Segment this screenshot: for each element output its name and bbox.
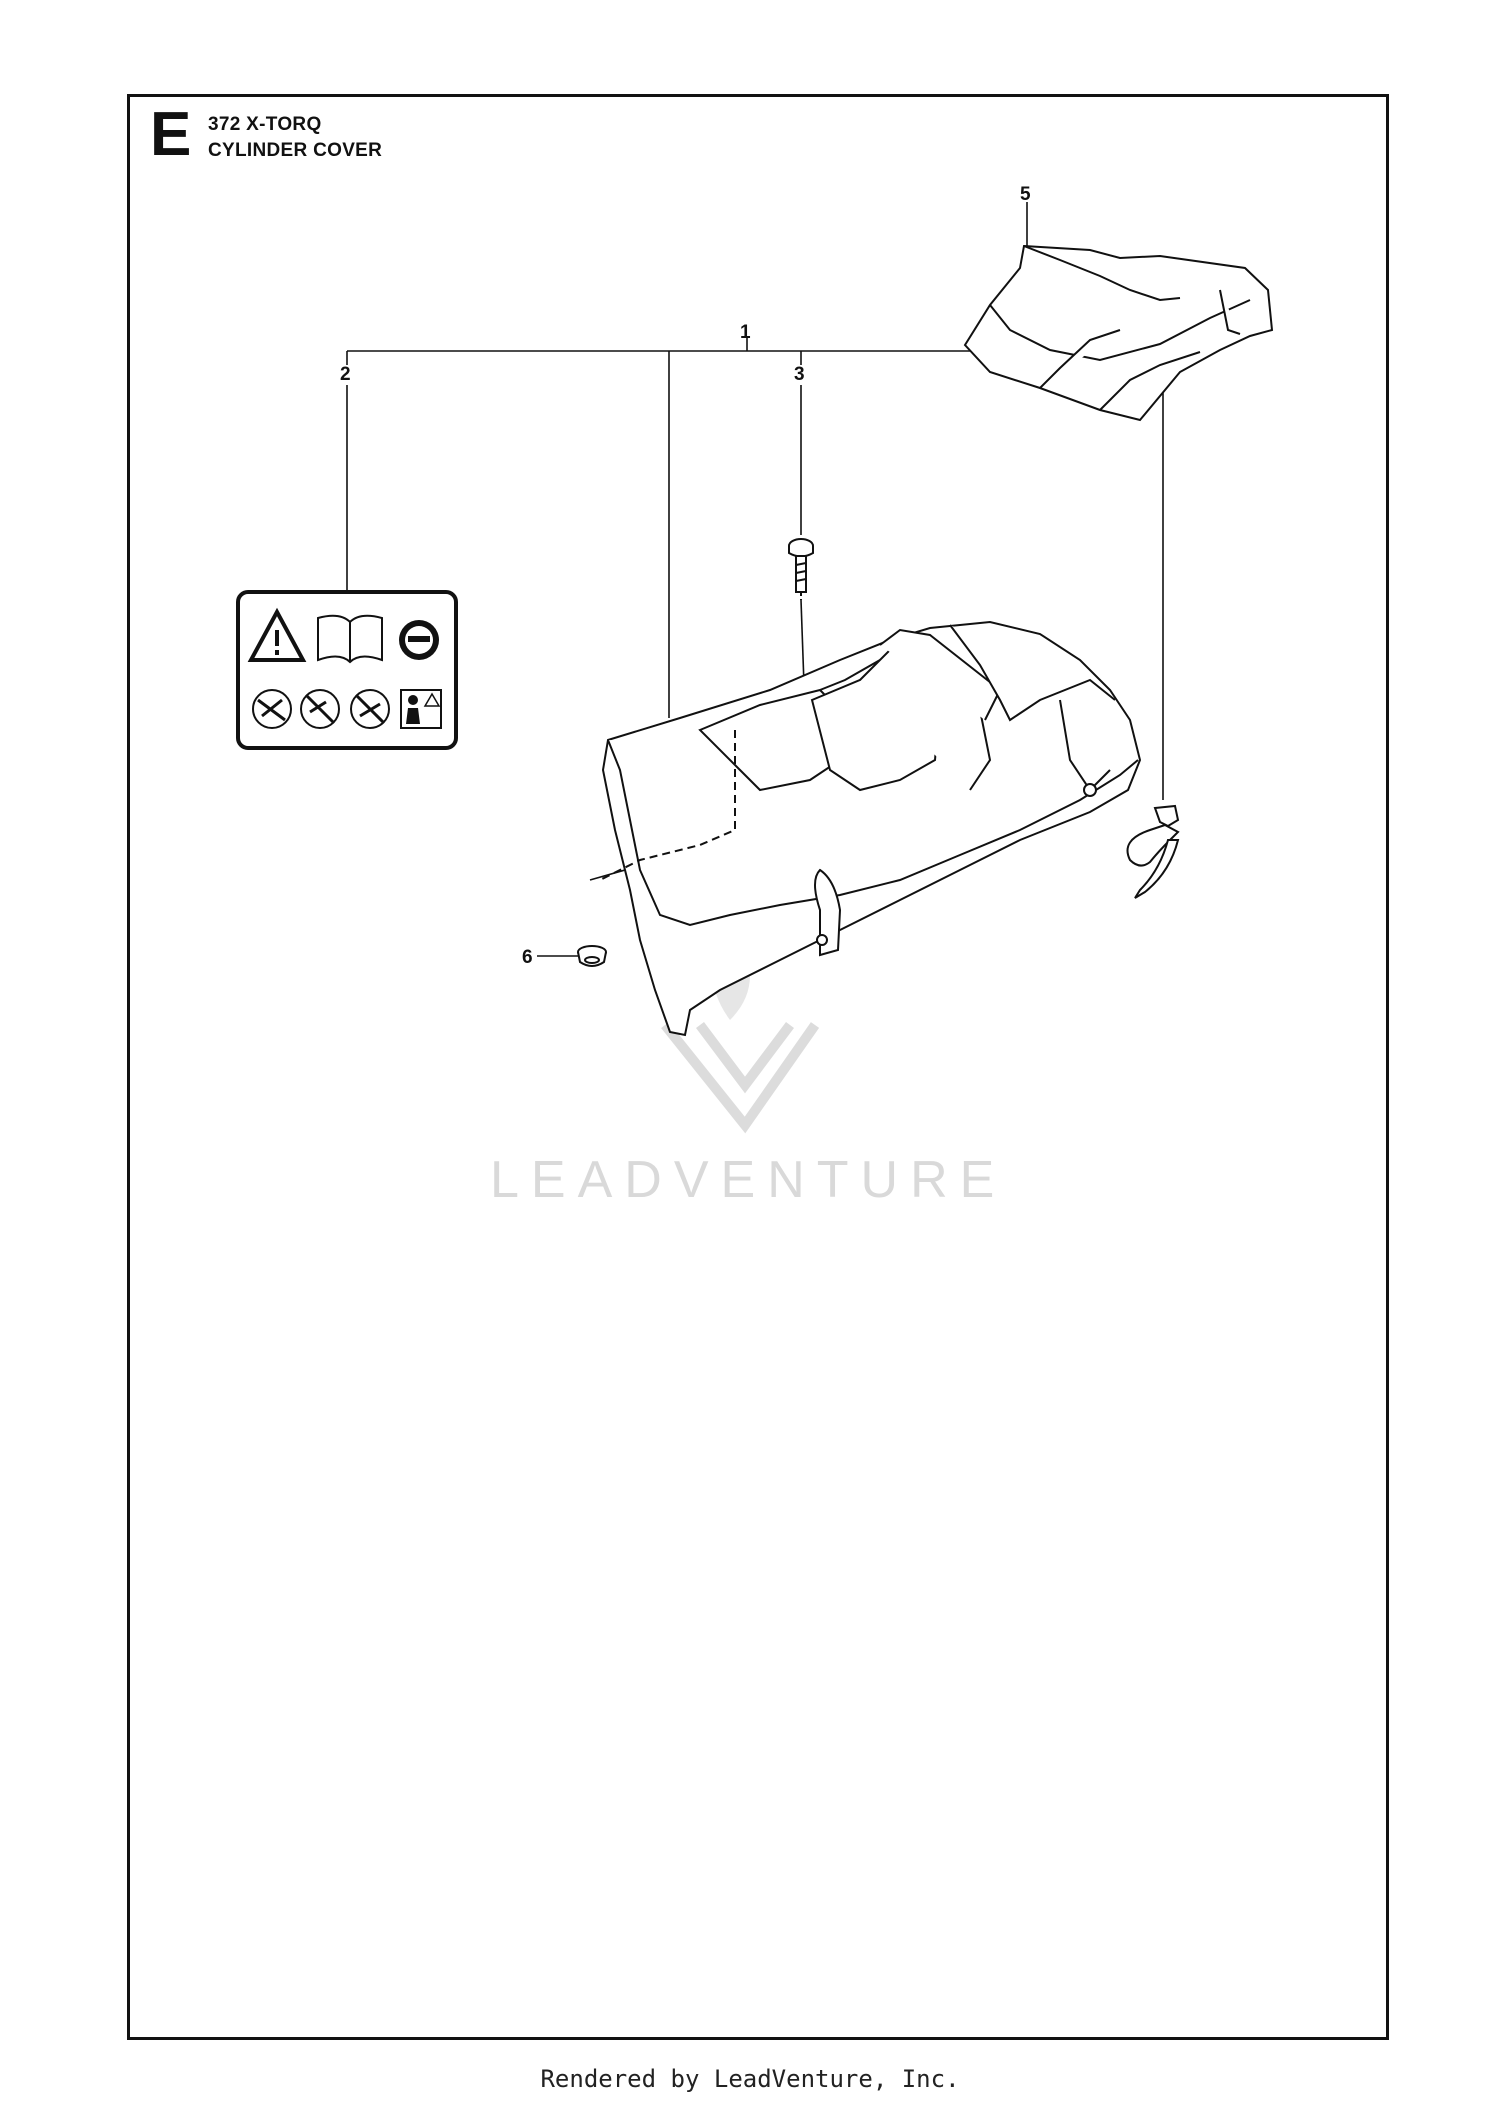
- section-letter: E: [150, 100, 192, 169]
- callout-6: 6: [522, 947, 533, 968]
- model-name: 372 X-TORQ: [208, 114, 322, 135]
- clip-part: [1126, 804, 1180, 899]
- grommet-part: [577, 945, 607, 967]
- callout-3: 3: [794, 364, 805, 385]
- cylinder-cover-part: [599, 620, 1142, 1037]
- callout-2: 2: [340, 364, 351, 385]
- diagram-frame: [127, 94, 1389, 2040]
- warning-decal-part: [236, 590, 458, 750]
- upper-cover-part: [963, 244, 1274, 422]
- callout-1: 1: [740, 322, 751, 343]
- watermark-text: LEADVENTURE: [490, 1151, 1007, 1209]
- page-title: CYLINDER COVER: [208, 140, 383, 161]
- callout-5: 5: [1020, 184, 1031, 205]
- title-block: 372 X-TORQ CYLINDER COVER: [208, 112, 382, 164]
- footer-credit: Rendered by LeadVenture, Inc.: [540, 2065, 960, 2093]
